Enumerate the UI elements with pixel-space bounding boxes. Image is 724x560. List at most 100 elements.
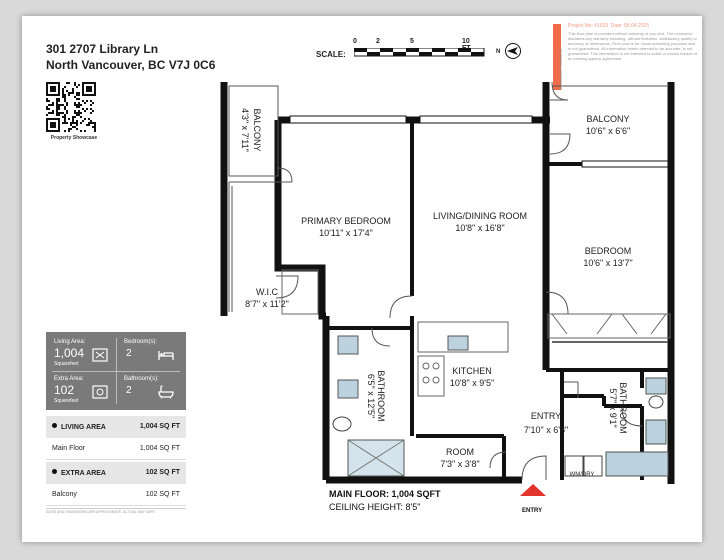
shower-left-drain <box>347 439 405 477</box>
kitchen-name: KITCHEN <box>452 366 492 376</box>
bedrooms-label: Bedroom(s): <box>124 339 158 345</box>
qr-caption: Property Showcase <box>50 135 98 141</box>
washer <box>564 455 584 477</box>
kitchen-sink <box>447 335 469 351</box>
primary-bedroom-dims: 10'11" x 17'4" <box>319 228 373 238</box>
watermark-project: Project No: #1633 Date: 05.04.2025 <box>568 23 650 29</box>
kitchen-range <box>417 355 445 397</box>
door-laundry <box>564 381 579 398</box>
door-balcony-left <box>277 167 293 183</box>
bedroom-dims: 10'6" x 13'7" <box>583 258 632 268</box>
burner-1 <box>422 362 430 370</box>
area-row-label: LIVING AREA <box>52 423 106 431</box>
door-bath-right <box>621 407 643 427</box>
entry-label: ENTRY <box>522 508 543 514</box>
door-primary <box>389 295 413 319</box>
entry-name: ENTRY <box>531 411 561 421</box>
bed-icon <box>158 351 174 360</box>
living-dining-dims: 10'8" x 16'8" <box>455 223 504 233</box>
door-bedroom <box>545 291 569 315</box>
balcony-left-dims: 4'3" x 7'11" <box>240 108 250 152</box>
north-arrow-icon <box>505 43 521 59</box>
balcony-left-name: BALCONY <box>252 108 262 151</box>
room-dims: 7'3" x 3'8" <box>440 459 479 469</box>
area-label-text: Main Floor <box>52 445 86 452</box>
door-bath-left <box>371 327 391 347</box>
balcony-right-name: BALCONY <box>586 114 629 124</box>
area-label-text: LIVING AREA <box>61 424 106 431</box>
sink-left-1 <box>337 335 359 355</box>
area-row-value: 1,004 SQ FT <box>139 445 180 452</box>
sink-left-2 <box>337 379 359 399</box>
area-row-value: 102 SQ FT <box>145 491 180 498</box>
closet-doors <box>551 313 667 335</box>
area-label-text: Balcony <box>52 491 77 498</box>
entry-arrow-icon <box>520 484 546 496</box>
living-area-unit: Squarefeet <box>54 361 79 367</box>
burner-3 <box>422 376 430 384</box>
address-line-2: North Vancouver, BC V7J 0C6 <box>46 58 216 72</box>
burner-4 <box>432 376 440 384</box>
area-label-text: EXTRA AREA <box>61 470 106 477</box>
wm-dry-label: WM/DRY <box>570 472 595 478</box>
ceiling-height: CEILING HEIGHT: 8'5" <box>329 502 421 512</box>
extra-area-icon <box>92 385 108 399</box>
living-area-label: Living Area: <box>54 339 86 345</box>
wic-dims: 8'7" x 11'2" <box>245 299 289 309</box>
floor-title: MAIN FLOOR: 1,004 SQFT <box>329 489 441 499</box>
toilet-right <box>648 395 664 409</box>
door-wic <box>275 275 299 299</box>
sink-right <box>645 377 667 395</box>
bathroom-left-dims: 6'5" x 12'5" <box>366 374 376 418</box>
area-row-label: Main Floor <box>52 445 85 452</box>
window-living <box>419 115 533 124</box>
area-row: LIVING AREA 1,004 SQ FT <box>46 416 186 438</box>
wic-name: W.I.C <box>256 287 278 297</box>
toilet-left <box>332 416 352 432</box>
wall-entry-right <box>546 368 671 480</box>
bathtub-right <box>605 451 669 477</box>
shower-right <box>645 419 667 445</box>
scale-tick-0: 0 <box>353 38 357 45</box>
qr-code-icon[interactable] <box>46 82 96 132</box>
area-row-label: Balcony <box>52 491 77 498</box>
floor-area-icon <box>92 348 108 362</box>
bedroom-closet <box>547 313 671 339</box>
floor-plan-drawing: BALCONY 4'3" x 7'11" PRIMARY BEDROOM 10'… <box>220 81 675 496</box>
dryer <box>583 455 603 477</box>
bathrooms-label: Bathroom(s): <box>124 376 159 382</box>
watermark-block: Project No: #1633 Date: 05.04.2025 This … <box>568 23 698 62</box>
area-row-value: 102 SQ FT <box>145 469 180 476</box>
north-label: N <box>496 49 501 55</box>
bathroom-right-name: BATHROOM <box>618 382 628 433</box>
area-row-value: 1,004 SQ FT <box>139 423 180 430</box>
extra-area-value: 102 <box>54 383 75 397</box>
area-row-label: EXTRA AREA <box>52 469 106 477</box>
floor-plan-sheet: 301 2707 Library Ln North Vancouver, BC … <box>22 16 702 542</box>
kitchen-dims: 10'8" x 9'5" <box>450 378 494 388</box>
bedroom-name: BEDROOM <box>585 246 632 256</box>
balcony-left-rail <box>228 181 278 312</box>
bathtub-icon <box>158 385 174 399</box>
wic-shelf <box>281 269 319 315</box>
room-name: ROOM <box>446 447 474 457</box>
living-area-value: 1,004 <box>54 346 85 360</box>
extra-area-label: Extra Area: <box>54 376 84 382</box>
scale-tick-5: 5 <box>410 38 414 45</box>
door-room <box>489 451 507 469</box>
extra-area-unit: Squarefeet <box>54 398 79 404</box>
bedrooms-value: 2 <box>126 348 132 359</box>
door-entry <box>521 455 547 481</box>
door-balcony-right <box>549 133 571 155</box>
wall-room <box>416 434 506 480</box>
bathroom-left-name: BATHROOM <box>376 370 386 421</box>
area-row: Main Floor 1,004 SQ FT <box>46 438 186 460</box>
disclaimer-text: SIZES AND DIMENSIONS ARE APPROXIMATE. AC… <box>46 508 186 514</box>
bathroom-right-dims: 5'7" x 9'1" <box>608 388 618 427</box>
watermark-notes: This floor plan is provided without warr… <box>568 31 697 61</box>
scale-label: SCALE: <box>316 50 346 59</box>
entry-dims: 7'10" x 6'8" <box>524 425 568 435</box>
balcony-left-outline <box>228 85 279 177</box>
bathrooms-value: 2 <box>126 385 132 396</box>
balcony-right-rail <box>550 81 667 101</box>
